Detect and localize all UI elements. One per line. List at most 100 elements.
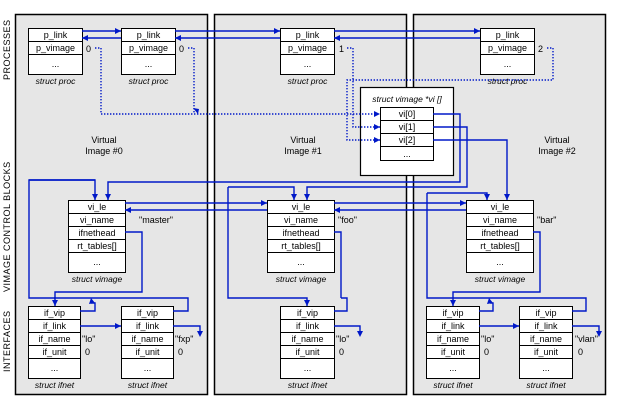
arrow-head <box>82 35 88 41</box>
vimage-1-vi-name: vi_name <box>284 215 318 225</box>
arrow-head <box>504 194 510 200</box>
vimage-2-caption: struct vimage <box>475 274 526 284</box>
ifnet-if-vip: if_vip <box>535 308 556 318</box>
p-vimage-connectors <box>95 47 554 143</box>
ifnet-field <box>121 358 174 379</box>
ifnet-if-name: if_name <box>437 334 469 344</box>
ifnet-caption: struct ifnet <box>288 380 328 390</box>
arrow-head <box>125 207 131 213</box>
vimage-0-more: ... <box>93 257 101 267</box>
arrow-head <box>487 298 493 304</box>
arrow-head <box>450 300 456 306</box>
ifnet-name-value: "fxp" <box>175 334 193 344</box>
proc-3-p-link: p_link <box>496 30 520 40</box>
proc-2-field <box>280 54 335 75</box>
vimage-2: vi_le vi_name ifnethead rt_tables[] ... … <box>466 200 556 284</box>
proc-1: p_link p_vimage ... 0 struct proc <box>121 28 184 86</box>
ifnet-1-0: if_vip if_link if_name if_unit ... "lo" … <box>280 306 349 390</box>
ifnet-name-value: "lo" <box>336 334 349 344</box>
ifnet-if-vip: if_vip <box>137 308 158 318</box>
vimage-2-field <box>466 252 534 273</box>
vi-2-label: vi[2] <box>399 135 416 145</box>
ifnet-if-link: if_link <box>136 321 160 331</box>
vimage-0-name-value: "master" <box>139 215 173 225</box>
ifnet-if-unit: if_unit <box>534 347 559 357</box>
arrow-head <box>105 194 111 200</box>
ifnet-vimage-connectors <box>28 179 602 337</box>
vimage-array-caption: struct vimage *vi [] <box>372 94 442 104</box>
arrow-head <box>89 298 95 304</box>
vi-le-connectors <box>125 200 466 213</box>
arrow-head <box>484 194 490 200</box>
ifnet-if-unit: if_unit <box>135 347 160 357</box>
ifnet-caption: struct ifnet <box>35 380 75 390</box>
arrow-head <box>374 111 380 117</box>
vimage-1-rt-tables: rt_tables[] <box>281 241 321 251</box>
ifnet-unit-value: 0 <box>339 347 344 357</box>
proc-1-more: ... <box>145 59 153 69</box>
ifnet-unit-value: 0 <box>178 347 183 357</box>
ifnet-if-name: if_name <box>291 334 323 344</box>
arrow-head <box>291 194 297 200</box>
ifnet-2-1: if_vip if_link if_name if_unit ... "vlan… <box>519 306 598 390</box>
proc-2-p-vimage: p_vimage <box>288 43 327 53</box>
image-1-title-2: Image #1 <box>284 146 322 156</box>
proc-0-more: ... <box>52 59 60 69</box>
vimage-1: vi_le vi_name ifnethead rt_tables[] ... … <box>267 200 357 284</box>
ifnet-if-unit: if_unit <box>441 347 466 357</box>
vimage-1-field <box>267 252 335 273</box>
ifnet-unit-value: 0 <box>484 347 489 357</box>
vi-0-label: vi[0] <box>399 109 416 119</box>
ifnet-0-0: if_vip if_link if_name if_unit ... "lo" … <box>28 306 95 390</box>
ifnet-name-value: "vlan" <box>575 334 598 344</box>
proc-0-vimage-index: 0 <box>86 44 91 54</box>
ifnet-caption: struct ifnet <box>128 380 168 390</box>
side-label-vimage-control-blocks: VIMAGE CONTROL BLOCKS <box>2 161 12 292</box>
proc-0: p_link p_vimage ... 0 struct proc <box>28 28 91 86</box>
ifnet-more: ... <box>51 363 59 373</box>
image-1-title-1: Virtual <box>290 135 315 145</box>
image-2-title-2: Image #2 <box>538 146 576 156</box>
vimage-0-field <box>68 252 126 273</box>
arrow-head <box>92 194 98 200</box>
ifnet-if-name: if_name <box>530 334 562 344</box>
proc-link-connectors <box>82 28 480 41</box>
proc-0-field <box>28 54 83 75</box>
ifnet-if-link: if_link <box>534 321 558 331</box>
vimage-0-rt-tables: rt_tables[] <box>77 241 117 251</box>
ifnet-unit-value: 0 <box>578 347 583 357</box>
vi-1-label: vi[1] <box>399 122 416 132</box>
proc-1-p-vimage: p_vimage <box>129 43 168 53</box>
ifnet-if-name: if_name <box>38 334 70 344</box>
vimage-2-vi-le: vi_le <box>491 202 510 212</box>
ifnet-field <box>426 358 480 379</box>
ifnet-if-link: if_link <box>43 321 67 331</box>
arrow-head <box>175 35 181 41</box>
vi-array-connectors <box>105 113 510 200</box>
side-label-processes: PROCESSES <box>2 19 12 80</box>
ifnet-if-unit: if_unit <box>295 347 320 357</box>
ifnet-more: ... <box>144 363 152 373</box>
vimage-2-rt-tables: rt_tables[] <box>480 241 520 251</box>
arrow-head <box>374 137 380 143</box>
side-label-interfaces: INTERFACES <box>2 310 12 372</box>
vimage-1-name-value: "foo" <box>338 215 357 225</box>
arrow-head <box>304 300 310 306</box>
arrow-head <box>115 323 121 329</box>
ifnet-if-vip: if_vip <box>44 308 65 318</box>
vimage-1-ifnethead: ifnethead <box>282 228 319 238</box>
vimage-1-vi-le: vi_le <box>292 202 311 212</box>
ifnet-more: ... <box>304 363 312 373</box>
arrow-head <box>115 28 121 34</box>
arrow-head <box>274 28 280 34</box>
ifnet-more: ... <box>449 363 457 373</box>
ifnet-unit-value: 0 <box>85 347 90 357</box>
ifnet-if-name: if_name <box>131 334 163 344</box>
proc-0-p-link: p_link <box>44 30 68 40</box>
ifnet-if-link: if_link <box>296 321 320 331</box>
ifnet-field <box>28 358 81 379</box>
proc-3: p_link p_vimage ... 2 struct proc <box>480 28 543 86</box>
ifnet-field <box>280 358 335 379</box>
ifnet-name-value: "lo" <box>481 334 494 344</box>
